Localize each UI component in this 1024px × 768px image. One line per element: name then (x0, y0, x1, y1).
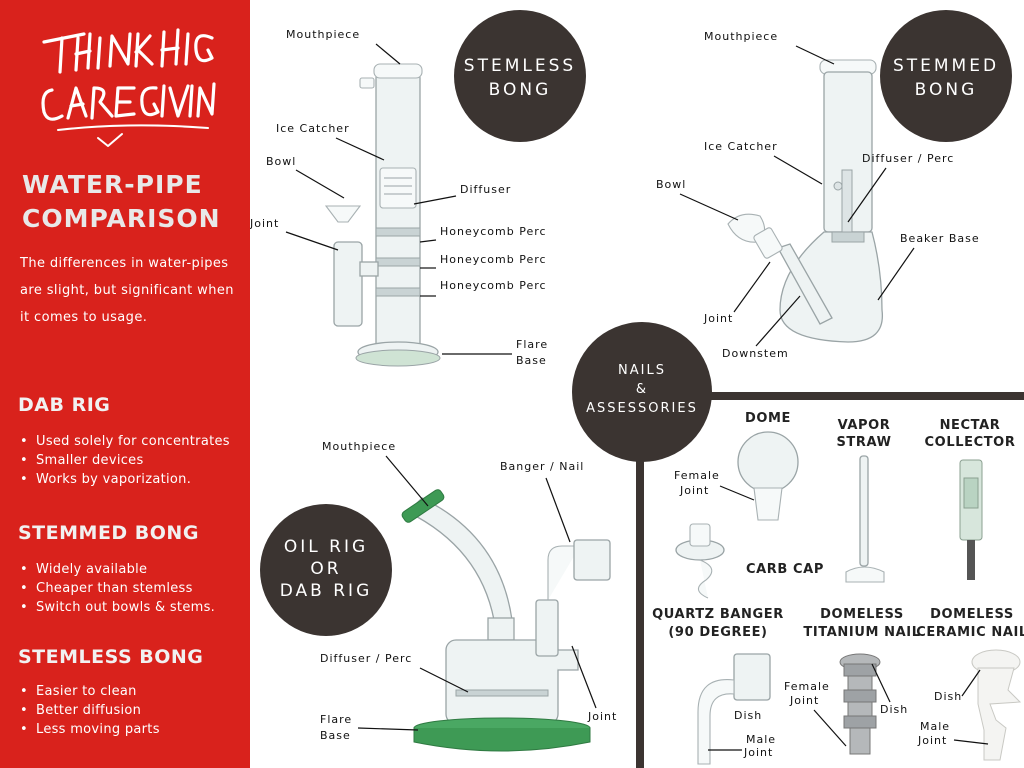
sidebar: WATER-PIPE COMPARISON The differences in… (0, 0, 250, 768)
stemmed-bong-illustration (727, 59, 883, 343)
stemmed-mouthpiece-label: Mouthpiece (704, 30, 778, 43)
stemless-bong-list: Easier to clean Better diffusion Less mo… (20, 682, 240, 739)
list-item: Used solely for concentrates (20, 432, 240, 451)
dab-rig-heading: DAB RIG (18, 394, 111, 416)
stemmed-downstem-label: Downstem (722, 347, 789, 360)
list-item: Less moving parts (20, 720, 240, 739)
vapor-straw-header-2: STRAW (836, 435, 891, 450)
stemmed-joint-label: Joint (703, 312, 733, 325)
nails-badge-line1: NAILS (618, 363, 666, 378)
stemless-bong-illustration (324, 63, 441, 367)
nectar-collector-header-2: COLLECTOR (925, 435, 1016, 450)
title-line-2: COMPARISON (22, 204, 221, 233)
nectar-collector-illustration (959, 459, 983, 580)
stemmed-bowl-label: Bowl (656, 178, 686, 191)
stemless-honeycomb-2-label: Honeycomb Perc (440, 253, 547, 266)
quartz-banger-header-2: (90 DEGREE) (668, 625, 767, 640)
diagram-area: STEMLESS BONG Mouthpiece Ice Catcher Bow… (250, 0, 1024, 768)
stemmed-badge-line2: BONG (915, 80, 978, 100)
oil-rig-illustration (401, 489, 611, 752)
oil-rig-badge (260, 504, 392, 636)
ceramic-male-joint-label-1: Male (920, 720, 950, 733)
stemless-diffuser-label: Diffuser (460, 183, 511, 196)
carb-cap-illustration (675, 523, 725, 599)
list-item: Cheaper than stemless (20, 579, 240, 598)
stemmed-diffuser-label: Diffuser / Perc (862, 152, 954, 165)
list-item: Widely available (20, 560, 240, 579)
oilrig-banger-label: Banger / Nail (500, 460, 584, 473)
stemmed-beaker-base-label: Beaker Base (900, 232, 980, 245)
stemless-joint-label: Joint (250, 217, 279, 230)
list-item: Smaller devices (20, 451, 240, 470)
vapor-straw-header-1: VAPOR (838, 418, 891, 433)
think-higher-logo (41, 28, 216, 147)
ceramic-nail-header-2: CERAMIC NAIL (916, 625, 1024, 640)
stemmed-bong-heading: STEMMED BONG (18, 522, 199, 544)
stemless-flare-base-label-1: Flare (516, 338, 548, 351)
list-item: Works by vaporization. (20, 470, 240, 489)
stemless-bong-badge (454, 10, 586, 142)
ti-dish-label: Dish (880, 703, 908, 716)
stemless-mouthpiece-label: Mouthpiece (286, 28, 360, 41)
comparison-title: WATER-PIPE COMPARISON (22, 168, 221, 236)
titanium-nail-header-2: TITANIUM NAIL (803, 625, 920, 640)
stemmed-ice-catcher-label: Ice Catcher (704, 140, 778, 153)
ceramic-nail-header-1: DOMELESS (930, 607, 1014, 622)
diagram-canvas: STEMLESS BONG Mouthpiece Ice Catcher Bow… (250, 10, 1024, 768)
stemless-badge-line2: BONG (489, 80, 552, 100)
ti-female-joint-label-1: Female (784, 680, 830, 693)
dome-header: DOME (745, 411, 791, 426)
dome-illustration (737, 431, 799, 521)
nectar-collector-header-1: NECTAR (940, 418, 1001, 433)
stemless-honeycomb-1-label: Honeycomb Perc (440, 225, 547, 238)
dome-female-joint-label-2: Joint (679, 484, 709, 497)
stemmed-bong-badge (880, 10, 1012, 142)
nails-badge-line2: & (636, 382, 648, 397)
quartz-male-joint-label-2: Joint (743, 746, 773, 759)
quartz-banger-header-1: QUARTZ BANGER (652, 607, 784, 622)
title-line-1: WATER-PIPE (22, 170, 203, 199)
quartz-male-joint-label-1: Male (746, 733, 776, 746)
description-text: The differences in water-pipes are sligh… (20, 256, 234, 325)
nails-accessories-badge (572, 322, 712, 462)
stemless-bong-heading: STEMLESS BONG (18, 646, 204, 668)
carb-cap-header: CARB CAP (746, 562, 824, 577)
vapor-straw-illustration (845, 455, 885, 583)
oil-rig-badge-line2: OR (310, 559, 341, 579)
titanium-nail-illustration (839, 653, 881, 755)
list-item: Easier to clean (20, 682, 240, 701)
quartz-banger-illustration (697, 653, 771, 765)
oilrig-flare-base-label-2: Base (320, 729, 351, 742)
ceramic-dish-label: Dish (934, 690, 962, 703)
oilrig-joint-label: Joint (587, 710, 617, 723)
ceramic-male-joint-label-2: Joint (917, 734, 947, 747)
dome-female-joint-label-1: Female (674, 469, 720, 482)
ceramic-nail-illustration (971, 649, 1022, 761)
stemless-honeycomb-3-label: Honeycomb Perc (440, 279, 547, 292)
stemless-flare-base-label-2: Base (516, 354, 547, 367)
titanium-nail-header-1: DOMELESS (820, 607, 904, 622)
stemmed-badge-line1: STEMMED (893, 56, 999, 76)
list-item: Better diffusion (20, 701, 240, 720)
dab-rig-list: Used solely for concentrates Smaller dev… (20, 432, 240, 489)
quartz-dish-label: Dish (734, 709, 762, 722)
oil-rig-badge-line1: OIL RIG (284, 537, 368, 557)
stemmed-bong-list: Widely available Cheaper than stemless S… (20, 560, 240, 617)
oilrig-mouthpiece-label: Mouthpiece (322, 440, 396, 453)
oilrig-flare-base-label-1: Flare (320, 713, 352, 726)
stemless-ice-catcher-label: Ice Catcher (276, 122, 350, 135)
nails-badge-line3: ASSESSORIES (586, 401, 698, 416)
ti-female-joint-label-2: Joint (789, 694, 819, 707)
oil-rig-badge-line3: DAB RIG (280, 581, 373, 601)
stemless-bowl-label: Bowl (266, 155, 296, 168)
list-item: Switch out bowls & stems. (20, 598, 240, 617)
oilrig-diffuser-label: Diffuser / Perc (320, 652, 412, 665)
stemless-badge-line1: STEMLESS (464, 56, 576, 76)
